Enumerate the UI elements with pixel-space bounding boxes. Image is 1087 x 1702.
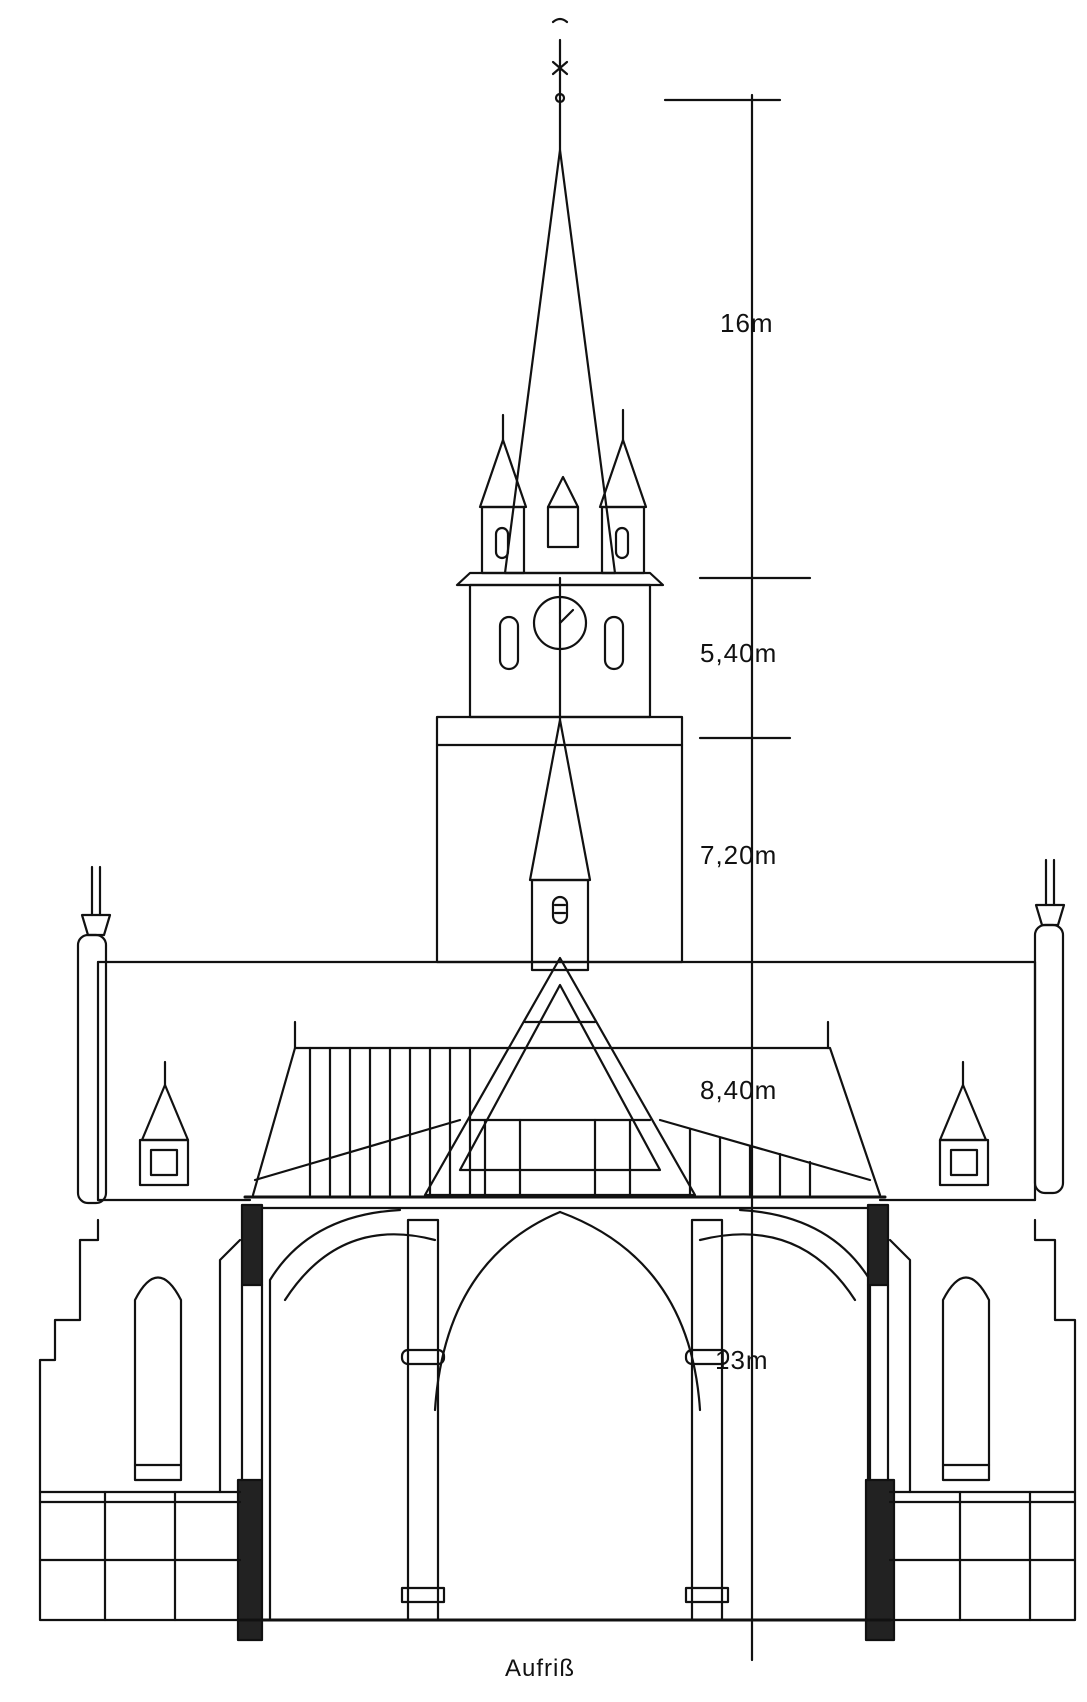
left-pinnacle (76, 865, 112, 1205)
dimension-belfry-label: 5,40m (700, 638, 778, 668)
left-dormer (138, 1060, 190, 1187)
dimension-line (663, 93, 812, 1662)
tower (435, 17, 684, 964)
dimension-spire-label: 16m (720, 308, 774, 338)
right-aisle (888, 1218, 1077, 1622)
right-pinnacle (1033, 858, 1066, 1195)
column-right (684, 1218, 730, 1622)
column-left (400, 1218, 446, 1622)
drawing-caption: Aufriß (505, 1655, 576, 1682)
left-aisle (38, 1218, 242, 1622)
section-roof (251, 956, 882, 1197)
dimension-tower-base-label: 7,20m (700, 840, 778, 870)
vaults (268, 1208, 872, 1622)
main-spire (503, 148, 617, 575)
dimension-nave-label: 13m (715, 1345, 769, 1375)
dimension-roof-label: 8,40m (700, 1075, 778, 1105)
masonry-wall-left (236, 1203, 264, 1642)
ridge-turret (528, 576, 592, 972)
right-dormer (938, 1060, 990, 1187)
